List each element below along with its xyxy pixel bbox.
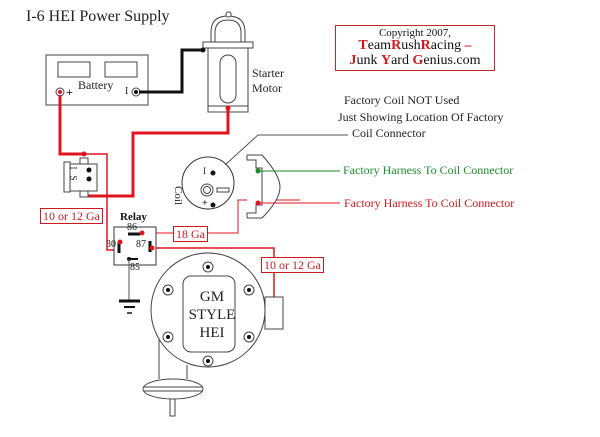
copyright-box: Copyright 2007, TeamRushRacing – Junk Ya… [335, 25, 495, 71]
hei-distributor [142, 252, 284, 417]
coil-positive-sign: + [202, 198, 208, 209]
connector-terminal-s: S [68, 175, 79, 181]
factory-note-line1: Factory Coil NOT Used [344, 93, 460, 107]
battery-starter-cable [139, 48, 203, 94]
ignition-connector [63, 157, 98, 198]
hei-label: GM STYLE HEI [184, 288, 240, 342]
brand-text: acing [430, 38, 462, 53]
hei-cap-bolts [162, 261, 255, 367]
brand-initial: G [412, 53, 424, 68]
starter-label-line2: Motor [252, 81, 282, 95]
connector-terminal-i: I [68, 166, 79, 170]
hei-label-line1: GM [199, 289, 225, 305]
copyright-line: Copyright 2007, [378, 27, 452, 39]
factory-note-line3: Coil Connector [352, 126, 426, 140]
hei-label-line3: HEI [199, 325, 225, 341]
relay-trigger-gauge-label: 18 Ga [173, 226, 208, 242]
main-feed-gauge-label: 10 or 12 Ga [40, 208, 103, 224]
brand-initial: – [461, 38, 472, 53]
battery [45, 54, 149, 106]
brand-text: enius.com [423, 53, 481, 68]
factory-coil [181, 134, 348, 210]
relay [113, 226, 157, 314]
battery-positive-sign: + [66, 85, 73, 99]
brand-initial: J [349, 53, 357, 68]
brand-initial: Y [380, 53, 392, 68]
coil-negative-sign: I [203, 166, 206, 176]
brand-initial: R [391, 38, 402, 53]
red-harness-label: Factory Harness To Coil Connector [344, 196, 515, 210]
brand-text: unk [356, 53, 381, 68]
relay-pin-87: 87 [136, 239, 146, 250]
brand-text: ush [401, 38, 421, 53]
factory-coil-connector [246, 154, 340, 219]
hei-feed-gauge-label: 10 or 12 Ga [261, 257, 324, 273]
battery-label: Battery [78, 78, 114, 92]
battery-negative-sign: I [125, 86, 129, 97]
copyright-site-line: Junk Yard Genius.com [336, 53, 494, 69]
coil-label: Coil [172, 186, 184, 205]
relay-pin-85: 85 [130, 262, 140, 273]
diagram-title: I-6 HEI Power Supply [26, 8, 170, 25]
factory-note-line2: Just Showing Location Of Factory [338, 110, 504, 124]
starter-motor [202, 11, 254, 113]
brand-initial: R [420, 38, 431, 53]
relay-pin-30: 30 [106, 239, 116, 250]
green-harness-label: Factory Harness To Coil Connector [343, 163, 514, 177]
brand-text: ard [391, 53, 413, 68]
hei-label-line2: STYLE [188, 307, 236, 323]
relay-pin-86: 86 [127, 222, 137, 233]
relay-label: Relay [120, 211, 147, 223]
brand-text: eam [367, 38, 392, 53]
starter-label-line1: Starter [252, 66, 284, 80]
copyright-brand-line: TeamRushRacing – [336, 38, 494, 54]
brand-initial: T [358, 38, 368, 53]
